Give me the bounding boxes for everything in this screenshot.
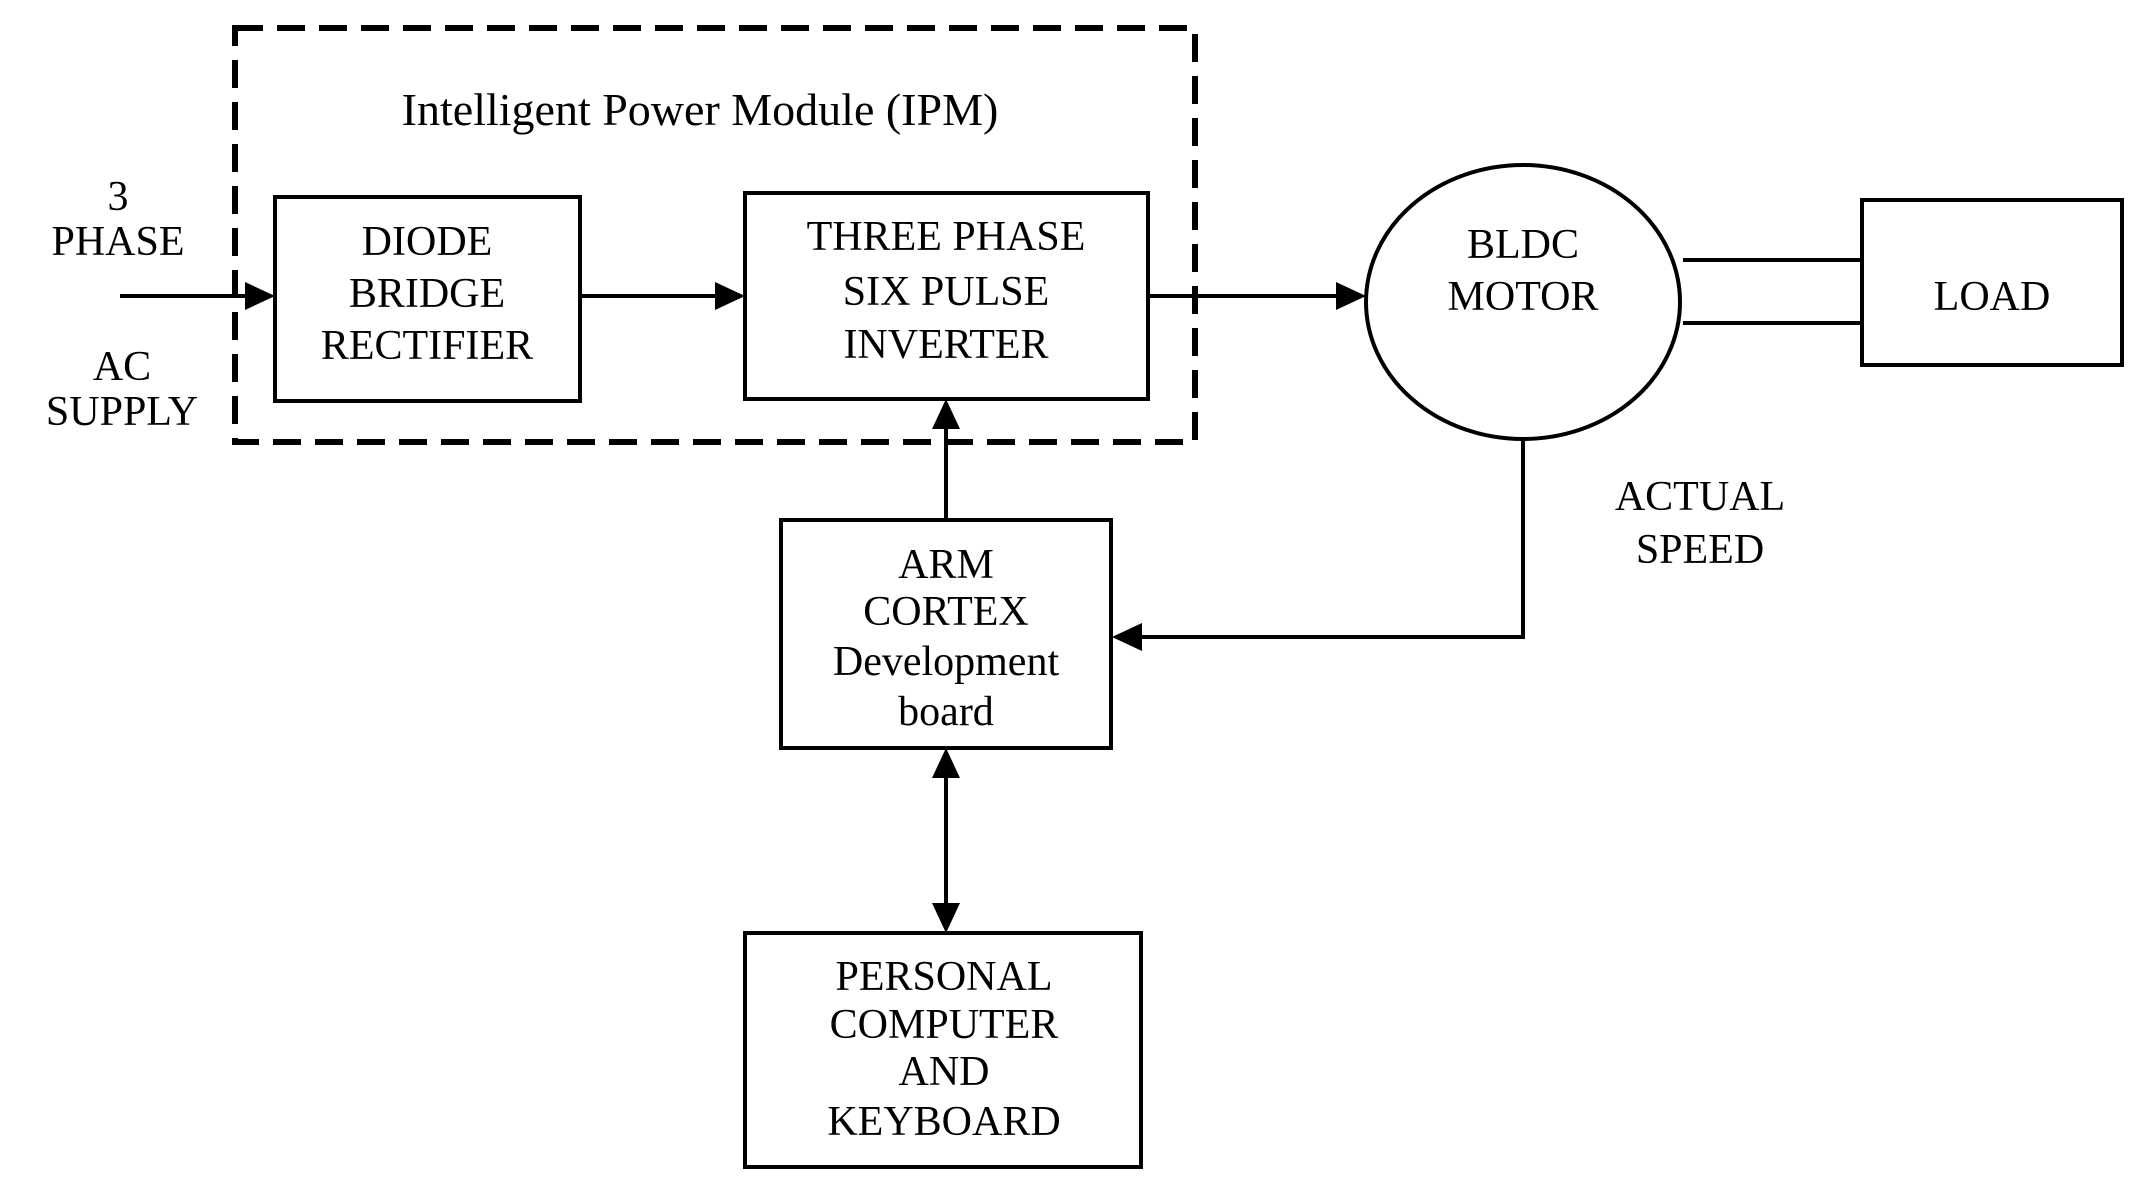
arrow-rect-inv-head (715, 282, 745, 310)
inverter-block: THREE PHASE SIX PULSE INVERTER (743, 191, 1150, 401)
inverter-box (743, 191, 1150, 401)
arrow-ctrl-pc-head-down (932, 903, 960, 933)
input-supply-line-3: AC (93, 344, 151, 390)
pc-label-line-4: KEYBOARD (827, 1099, 1060, 1145)
arrow-rectifier-to-inverter (580, 282, 745, 310)
rectifier-label-line-2: BRIDGE (349, 271, 505, 317)
personal-computer-block: PERSONAL COMPUTER AND KEYBOARD (743, 931, 1143, 1169)
load-box (1860, 198, 2124, 367)
input-supply-label: 3 PHASE AC SUPPLY (46, 174, 198, 435)
actual-speed-line-2: SPEED (1636, 527, 1764, 573)
arrow-supply-head (245, 282, 275, 310)
rectifier-label-line-3: RECTIFIER (321, 323, 533, 369)
arrow-inverter-to-motor (1148, 282, 1366, 310)
input-supply-line-4: SUPPLY (46, 389, 198, 435)
actual-speed-line-1: ACTUAL (1615, 474, 1785, 520)
controller-label-line-2: CORTEX (863, 589, 1028, 635)
rectifier-box (273, 195, 582, 403)
input-supply-line-2: PHASE (51, 219, 184, 265)
pc-label-line-1: PERSONAL (835, 954, 1052, 1000)
diode-bridge-rectifier-block: DIODE BRIDGE RECTIFIER (273, 195, 582, 403)
arrow-ctrl-inv-head (932, 399, 960, 429)
inverter-label-line-2: SIX PULSE (843, 269, 1050, 315)
arrow-feedback-line (1140, 439, 1525, 639)
actual-speed-label: ACTUAL SPEED (1615, 474, 1785, 573)
arrow-supply-to-rectifier (120, 282, 275, 310)
controller-label-line-1: ARM (898, 542, 994, 588)
motor-load-shaft (1683, 258, 1862, 325)
arrow-controller-pc-bidirectional (932, 748, 960, 933)
arrow-feedback-head (1112, 623, 1142, 651)
arm-cortex-board-block: ARM CORTEX Development board (779, 518, 1113, 750)
controller-label-line-4: board (898, 689, 994, 735)
arrow-speed-feedback (1112, 439, 1525, 651)
bldc-motor-block: BLDC MOTOR (1364, 163, 1682, 441)
arrow-ctrl-pc-head-up (932, 748, 960, 778)
inverter-label-line-1: THREE PHASE (807, 214, 1086, 260)
load-label: LOAD (1934, 274, 2051, 320)
inverter-label-line-3: INVERTER (843, 322, 1048, 368)
motor-label-line-2: MOTOR (1448, 274, 1599, 320)
arrow-inv-motor-head (1336, 282, 1366, 310)
motor-label-line-1: BLDC (1467, 222, 1579, 268)
rectifier-label-line-1: DIODE (362, 219, 493, 265)
input-supply-line-1: 3 (108, 174, 129, 220)
pc-box (743, 931, 1143, 1169)
load-block: LOAD (1860, 198, 2124, 367)
pc-label-line-3: AND (899, 1049, 990, 1095)
controller-label-line-3: Development (833, 639, 1060, 685)
ipm-title: Intelligent Power Module (IPM) (402, 84, 999, 135)
ipm-boundary (232, 25, 1198, 445)
arrow-controller-to-inverter (932, 399, 960, 520)
pc-label-line-2: COMPUTER (830, 1002, 1059, 1048)
